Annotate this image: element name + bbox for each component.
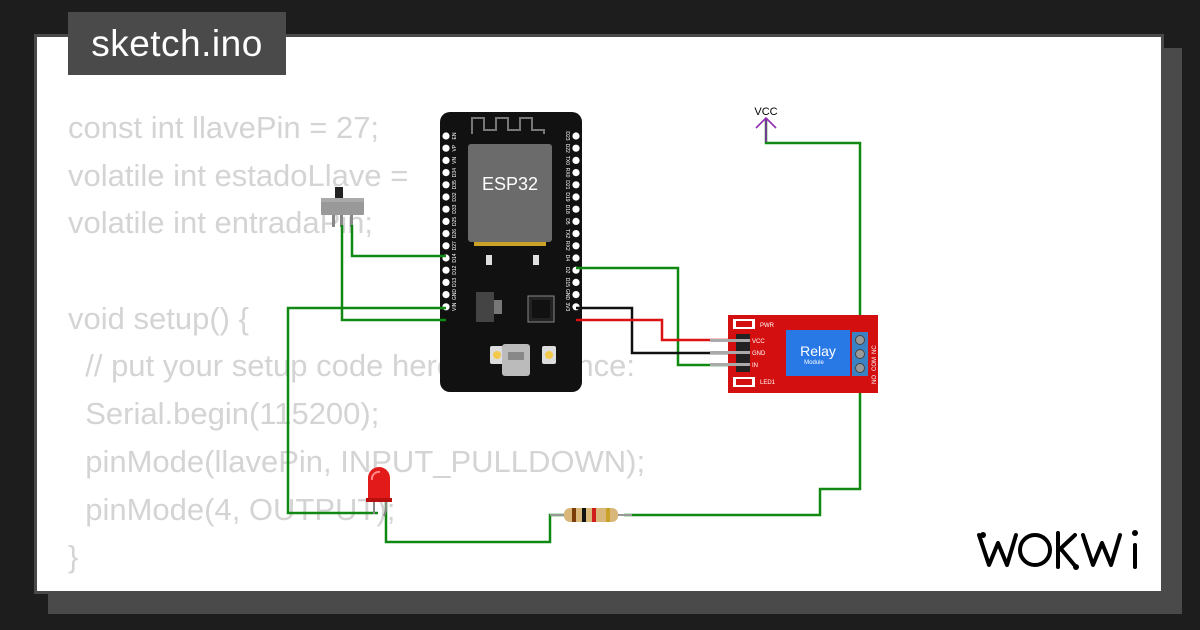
left-pin-header: EN VP VN D34D35D32D33D25D26D27D14D12D13GNDV… (442, 132, 458, 311)
pin-hole[interactable] (572, 181, 580, 189)
pin-label: D13 (452, 278, 458, 287)
pin-hole[interactable] (442, 278, 450, 286)
pin-label: D21 (564, 180, 570, 189)
red-led[interactable] (366, 467, 392, 517)
wire-resistor-relay (624, 368, 862, 517)
wire-switch-d27 (350, 225, 446, 258)
wire-d4-relay-in (576, 266, 738, 367)
pin-label: D18 (564, 205, 570, 214)
pin-label: VN (452, 157, 458, 164)
pin-hole[interactable] (572, 132, 580, 140)
pin-label: D35 (452, 180, 458, 189)
pin-hole[interactable] (572, 278, 580, 286)
pin-label: GND (564, 289, 570, 301)
pin-label: D5 (564, 218, 570, 225)
pin-hole[interactable] (442, 156, 450, 164)
wire-gnd-relay (576, 306, 738, 355)
relay-subtitle: Module (804, 360, 824, 366)
pin-label: VIN (452, 302, 458, 311)
pin-label: D19 (564, 192, 570, 201)
wire-switch-vin (340, 225, 446, 322)
pin-hole[interactable] (442, 181, 450, 189)
terminal-label: NC (872, 345, 878, 354)
pin-label: D12 (452, 265, 458, 274)
wires (286, 118, 862, 544)
terminal-label: NO (872, 375, 878, 384)
code-line: volatile int estadoLlave = (68, 157, 417, 193)
voltage-regulator (476, 292, 494, 322)
esp32-board[interactable]: ENVPVND34D35D32D33D25D26D27D14D12D13GNDV… (440, 112, 582, 392)
wire-3v3-relay (576, 318, 738, 342)
pin-label: D27 (452, 241, 458, 250)
pin-hole[interactable] (572, 254, 580, 262)
wire-gnd-led (286, 306, 446, 515)
pin-hole[interactable] (572, 193, 580, 201)
relay-pin-label: IN (752, 363, 758, 369)
pin-hole[interactable] (572, 217, 580, 225)
pin-label: EN (452, 132, 458, 139)
pin-hole[interactable] (442, 193, 450, 201)
pin-label: D22 (564, 144, 570, 153)
pin-hole[interactable] (442, 266, 450, 274)
pin-label: GND (452, 289, 458, 301)
pin-label: RX2 (564, 241, 570, 251)
pin-hole[interactable] (442, 242, 450, 250)
code-line: const int llavePin = 27; (68, 110, 380, 145)
relay-title: Relay (800, 343, 836, 359)
pin-label: RX0 (564, 168, 570, 178)
code-line: void setup() { (68, 300, 249, 336)
pin-hole[interactable] (442, 169, 450, 177)
chip-label: ESP32 (482, 174, 538, 194)
esp32-module-shield (468, 144, 552, 242)
pin-hole[interactable] (572, 169, 580, 177)
project-card (34, 34, 1164, 594)
wire-vcc-relay (764, 118, 862, 340)
pin-hole[interactable] (442, 205, 450, 213)
pin-hole[interactable] (572, 242, 580, 250)
pin-label: 3V3 (564, 302, 570, 311)
pin-hole[interactable] (572, 144, 580, 152)
pin-label: D26 (452, 229, 458, 238)
pin-label: D14 (452, 253, 458, 262)
pin-label: D15 (564, 278, 570, 287)
relay-pin-label: VCC (752, 339, 765, 345)
pin-hole[interactable] (572, 205, 580, 213)
wire-led-resistor (384, 500, 566, 544)
code-line: } (68, 539, 79, 575)
pin-label: D32 (452, 192, 458, 201)
pin-hole[interactable] (442, 291, 450, 299)
code-line: pinMode(llavePin, INPUT_PULLDOWN); (68, 443, 646, 479)
pin-label: D2 (564, 267, 570, 274)
vcc-symbol: VCC (754, 106, 778, 142)
pin-label: D4 (564, 255, 570, 262)
pin-label: D34 (452, 168, 458, 177)
resistor[interactable] (550, 508, 632, 522)
pin-hole[interactable] (572, 291, 580, 299)
pin-hole[interactable] (442, 144, 450, 152)
relay-pwr-label: PWR (760, 323, 775, 329)
relay-led-label: LED1 (760, 380, 776, 386)
relay-module[interactable]: PWR LED1 VCC GND IN Relay Module NO COM … (710, 315, 878, 393)
terminal-label: COM (872, 357, 878, 371)
pin-label: TX0 (564, 156, 570, 165)
pin-hole[interactable] (572, 156, 580, 164)
relay-pin-label: GND (752, 351, 766, 357)
wokwi-logo (977, 530, 1138, 570)
pin-hole[interactable] (572, 230, 580, 238)
relay-block (786, 330, 850, 376)
code-line: Serial.begin(115200); (68, 396, 380, 432)
pin-label: VP (452, 144, 458, 151)
pin-hole[interactable] (442, 230, 450, 238)
pin-hole[interactable] (442, 217, 450, 225)
slide-switch[interactable] (321, 187, 364, 227)
file-name-tab[interactable]: sketch.ino (68, 12, 286, 75)
pin-label: D25 (452, 217, 458, 226)
vcc-label: VCC (754, 106, 777, 118)
pin-hole[interactable] (442, 132, 450, 140)
pin-label: D23 (564, 131, 570, 140)
pin-label: TX2 (564, 229, 570, 238)
pin-label: D33 (452, 204, 458, 213)
